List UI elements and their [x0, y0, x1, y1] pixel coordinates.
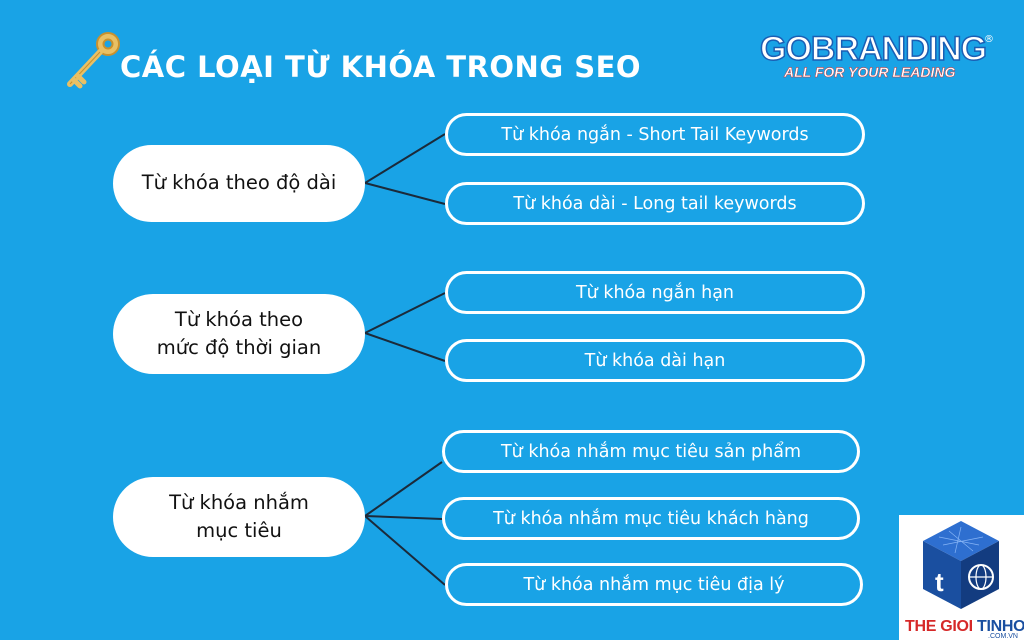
svg-text:t: t — [935, 567, 944, 597]
connector-2-2 — [364, 332, 446, 362]
connector-3-3 — [364, 515, 446, 586]
category-label: Từ khóa nhắm mục tiêu — [169, 490, 309, 542]
connector-1-2 — [364, 182, 446, 205]
item-label: Từ khóa nhắm mục tiêu khách hàng — [493, 508, 809, 529]
item-label: Từ khóa nhắm mục tiêu địa lý — [523, 574, 785, 595]
watermark-word2: TINHOC — [976, 618, 1024, 635]
category-label: Từ khóa theo mức độ thời gian — [156, 307, 322, 359]
watermark-word1: THE GIOI — [905, 618, 977, 635]
keyword-type-item: Từ khóa nhắm mục tiêu khách hàng — [442, 497, 860, 540]
item-label: Từ khóa ngắn - Short Tail Keywords — [501, 124, 809, 145]
category-length: Từ khóa theo độ dài — [113, 145, 365, 222]
item-label: Từ khóa dài - Long tail keywords — [513, 193, 797, 214]
brand-name: GOBRANDING — [759, 29, 988, 69]
watermark-text: THE GIOI TINHOC — [905, 618, 1024, 636]
brand-tagline: ALL FOR YOUR LEADING — [784, 64, 956, 80]
connector-1-1 — [364, 133, 446, 184]
keyword-type-item: Từ khóa dài - Long tail keywords — [445, 182, 865, 225]
gobranding-logo: GOBRANDING ® ALL FOR YOUR LEADING — [759, 29, 995, 85]
cube-logo-icon: t — [923, 521, 999, 609]
keyword-type-item: Từ khóa ngắn hạn — [445, 271, 865, 314]
connector-3-1 — [364, 461, 443, 517]
category-label: Từ khóa theo độ dài — [141, 171, 337, 195]
keyword-type-item: Từ khóa dài hạn — [445, 339, 865, 382]
page-title: CÁC LOẠI TỪ KHÓA TRONG SEO — [120, 50, 642, 84]
watermark-domain: .COM.VN — [988, 633, 1018, 640]
keyword-type-item: Từ khóa ngắn - Short Tail Keywords — [445, 113, 865, 156]
key-icon — [67, 32, 120, 89]
category-target: Từ khóa nhắm mục tiêu — [113, 477, 365, 557]
category-time: Từ khóa theo mức độ thời gian — [113, 294, 365, 374]
item-label: Từ khóa dài hạn — [584, 350, 726, 371]
keyword-type-item: Từ khóa nhắm mục tiêu sản phẩm — [442, 430, 860, 473]
keyword-type-item: Từ khóa nhắm mục tiêu địa lý — [445, 563, 863, 606]
thegioitinhoc-watermark: t THE GIOI TINHOC .COM.VN — [899, 515, 1024, 640]
item-label: Từ khóa nhắm mục tiêu sản phẩm — [500, 441, 801, 462]
item-label: Từ khóa ngắn hạn — [575, 282, 735, 303]
connector-2-1 — [364, 292, 446, 334]
connector-3-2 — [364, 515, 443, 520]
registered-mark: ® — [984, 34, 994, 45]
